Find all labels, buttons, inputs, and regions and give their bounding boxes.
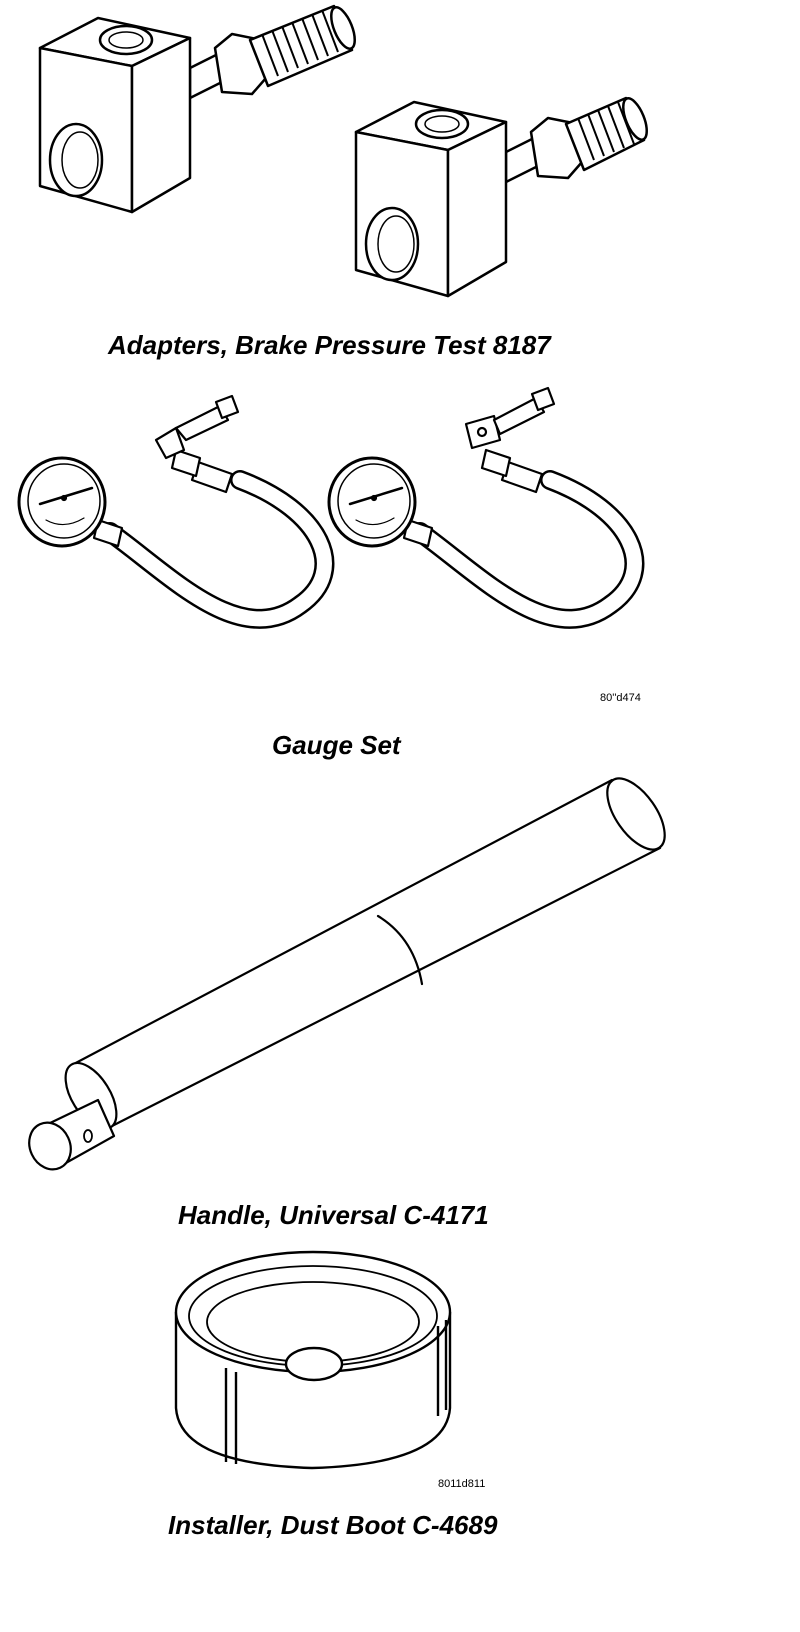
gauge-set-ref: 80''d474	[600, 692, 641, 704]
adapters-illustration	[38, 4, 648, 298]
gauge-set-figure	[0, 380, 800, 710]
adapter-right	[354, 96, 648, 298]
handle-figure	[0, 770, 800, 1200]
adapters-caption: Adapters, Brake Pressure Test 8187	[108, 330, 551, 360]
gauge-right	[327, 386, 645, 629]
gauge-set-illustration	[17, 386, 645, 629]
installer-figure	[0, 1240, 800, 1500]
installer-illustration	[174, 1250, 452, 1470]
installer-ref: 8011d811	[438, 1478, 486, 1490]
adapters-figure	[0, 0, 800, 330]
adapter-left	[38, 4, 356, 214]
handle-illustration	[28, 777, 666, 1171]
gauge-set-caption: Gauge Set	[272, 730, 401, 760]
gauge-left	[17, 394, 335, 629]
installer-caption: Installer, Dust Boot C-4689	[168, 1510, 498, 1540]
handle-caption: Handle, Universal C-4171	[178, 1200, 489, 1230]
